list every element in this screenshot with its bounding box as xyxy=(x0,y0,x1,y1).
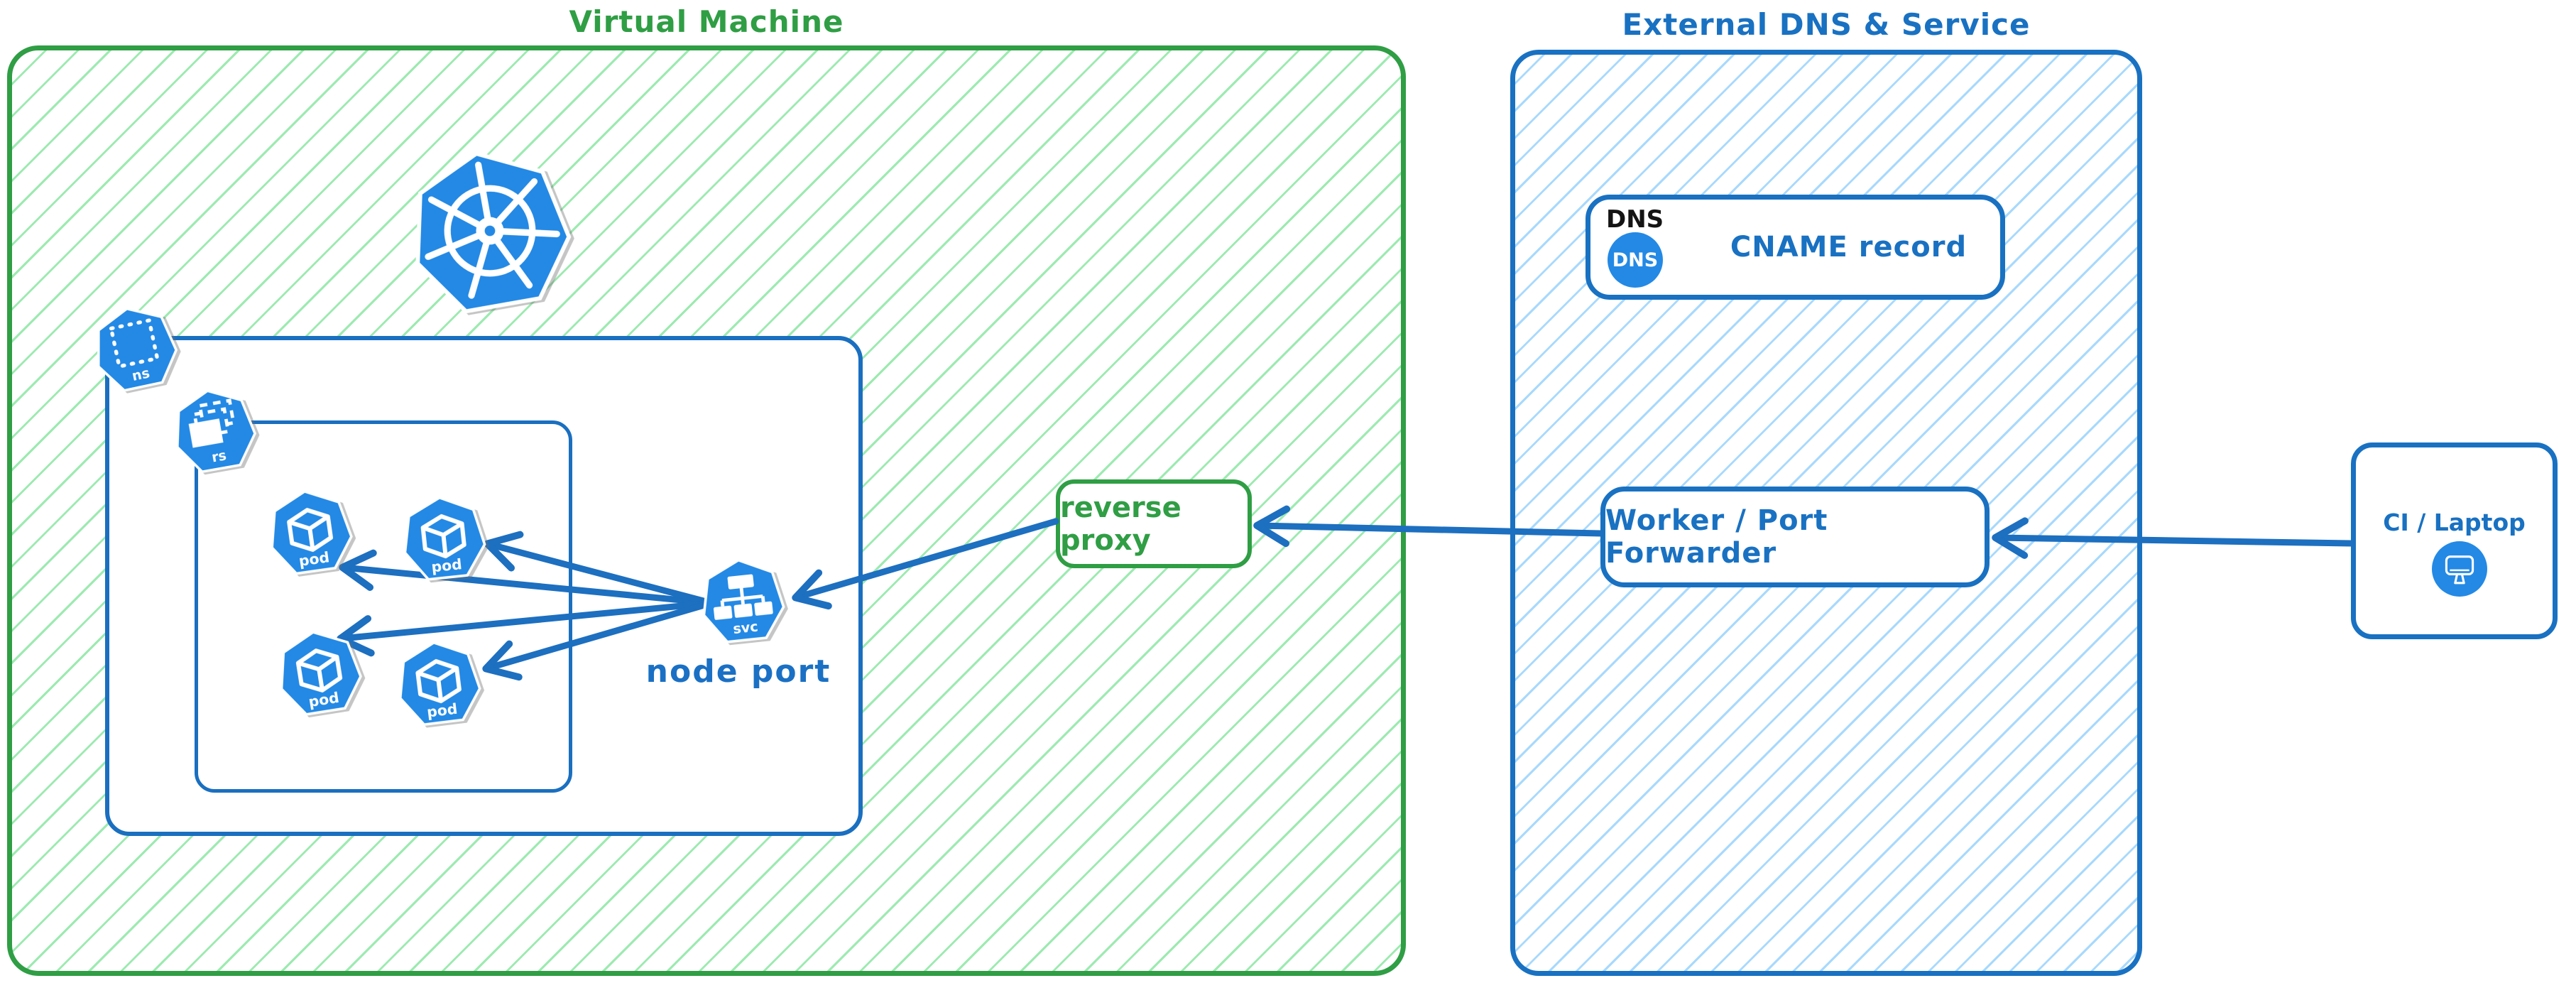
replicaset-icon: rs xyxy=(176,389,257,474)
kubernetes-icon xyxy=(415,151,572,314)
dns-tag-label: DNS xyxy=(1606,205,1664,234)
namespace-icon: ns xyxy=(97,307,178,392)
svg-text:ns: ns xyxy=(131,365,151,384)
pod-icon: pod xyxy=(280,631,362,716)
ci-laptop-label: CI / Laptop xyxy=(2383,509,2526,536)
worker-port-forwarder-card: Worker / Port Forwarder xyxy=(1600,487,1990,587)
pod-icon: pod xyxy=(403,496,486,581)
arrow-ci-to-worker xyxy=(1992,517,2354,559)
pod-icon: pod xyxy=(271,489,353,575)
dns-icon-text: DNS xyxy=(1612,249,1659,271)
svg-text:rs: rs xyxy=(211,447,228,465)
replicaset-box xyxy=(195,420,572,793)
dns-record-card: DNS DNS CNAME record xyxy=(1586,195,2005,300)
reverse-proxy-box: reverse proxy xyxy=(1056,479,1252,568)
worker-port-forwarder-label: Worker / Port Forwarder xyxy=(1605,504,1828,570)
svg-text:pod: pod xyxy=(426,700,459,721)
arrow-reverse-proxy-to-node-port xyxy=(792,518,1059,610)
dns-icon: DNS xyxy=(1608,232,1663,288)
cname-record-label: CNAME record xyxy=(1730,231,1968,264)
service-icon: svc xyxy=(702,558,785,643)
pod-icon: pod xyxy=(398,641,481,727)
svg-text:svc: svc xyxy=(732,618,759,637)
monitor-icon xyxy=(2445,555,2474,585)
arrow-svc-to-pod-4 xyxy=(482,599,715,681)
reverse-proxy-label: reverse proxy xyxy=(1060,491,1181,557)
virtual-machine-title: Virtual Machine xyxy=(569,4,844,39)
external-dns-title: External DNS & Service xyxy=(1622,7,2031,42)
arrow-svc-to-pod-1 xyxy=(339,549,715,607)
arrow-svc-to-pod-3 xyxy=(337,599,715,657)
svg-text:pod: pod xyxy=(298,548,330,570)
laptop-icon-circle xyxy=(2432,541,2487,597)
arrow-svc-to-pod-2 xyxy=(484,531,715,607)
node-port-caption: node port xyxy=(645,653,831,690)
svg-text:pod: pod xyxy=(430,555,462,575)
arrow-worker-to-reverse-proxy xyxy=(1253,505,1604,548)
ci-laptop-card: CI / Laptop xyxy=(2351,442,2558,639)
